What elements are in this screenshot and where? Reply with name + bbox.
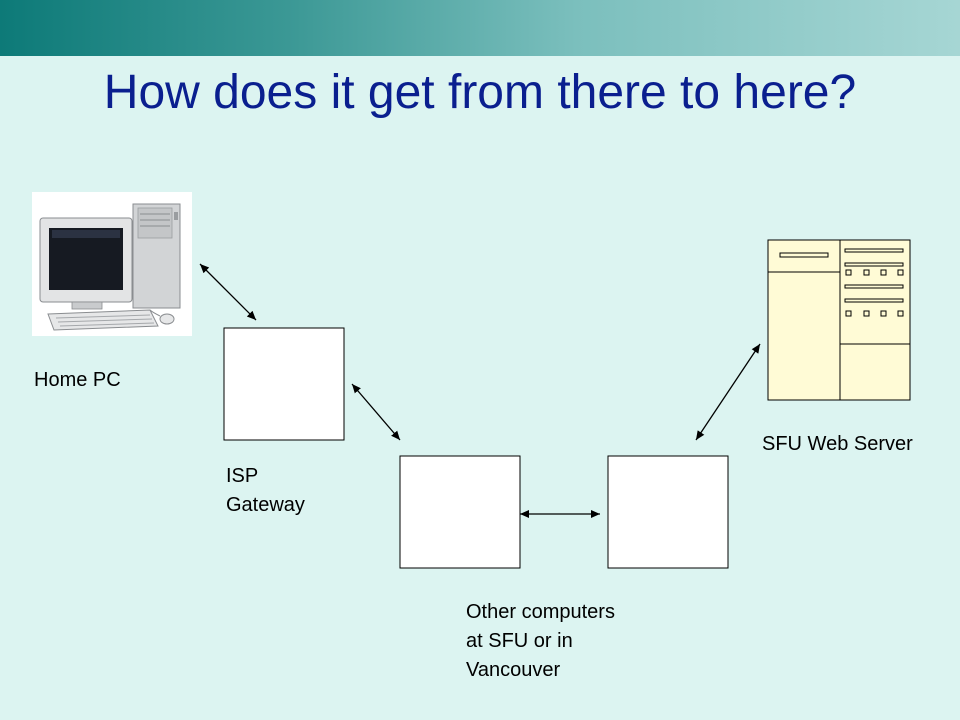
other-computer-box-1 — [399, 455, 521, 569]
isp-gateway-box — [223, 327, 345, 441]
desktop-computer-icon — [32, 192, 192, 336]
other-computer-box-2 — [607, 455, 729, 569]
link-other-server — [695, 343, 761, 441]
web-server-label: SFU Web Server — [762, 433, 913, 455]
header-band — [0, 0, 960, 56]
home-pc-label: Home PC — [34, 369, 121, 391]
other-computers-label: Other computers at SFU or in Vancouver — [466, 601, 615, 681]
link-pc-isp — [199, 263, 257, 321]
isp-gateway-label: ISP Gateway — [226, 465, 305, 516]
link-isp-other — [351, 383, 401, 441]
slide-title: How does it get from there to here? — [103, 66, 857, 119]
server-rack-icon — [767, 239, 911, 401]
